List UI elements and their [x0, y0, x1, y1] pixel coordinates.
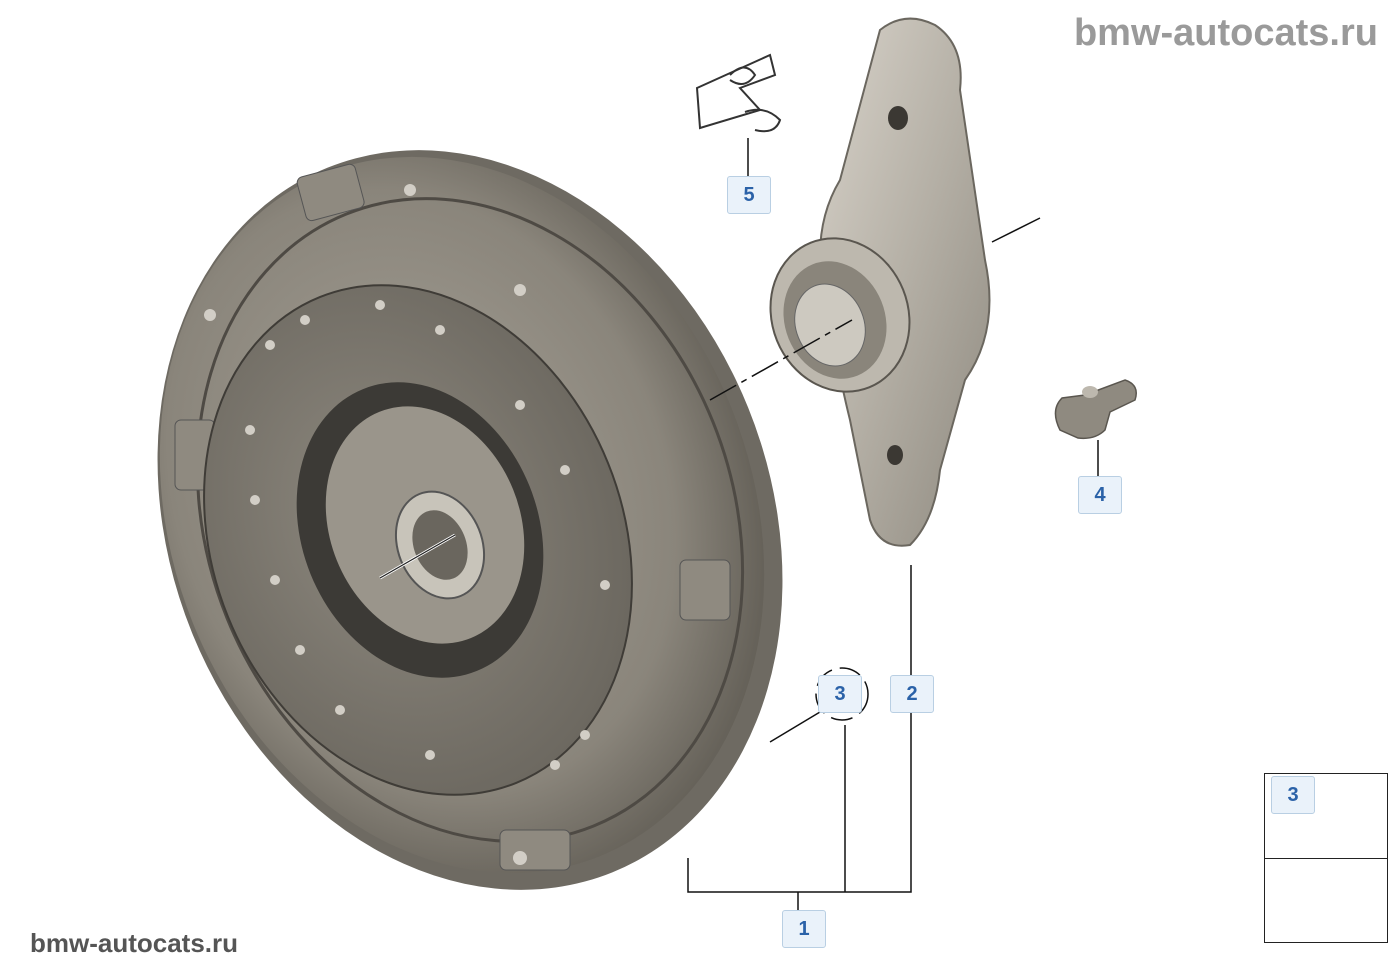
leader-lines — [687, 565, 912, 910]
spring-clip-icon — [695, 53, 782, 176]
legend-callout-3[interactable]: 3 — [1271, 776, 1315, 814]
watermark-bottom: bmw-autocats.ru — [30, 928, 239, 958]
legend-divider — [1265, 858, 1387, 859]
legend-box: 3 — [1264, 773, 1388, 943]
release-bearing-icon — [709, 237, 911, 401]
clutch-disc-icon — [203, 184, 633, 865]
pivot-bolt-icon — [1054, 379, 1137, 478]
callout-2[interactable]: 2 — [890, 675, 934, 713]
callout-1[interactable]: 1 — [782, 910, 826, 948]
callout-4[interactable]: 4 — [1078, 476, 1122, 514]
callout-3[interactable]: 3 — [818, 675, 862, 713]
watermark-top: bmw-autocats.ru — [1073, 12, 1378, 54]
callout-5[interactable]: 5 — [727, 176, 771, 214]
